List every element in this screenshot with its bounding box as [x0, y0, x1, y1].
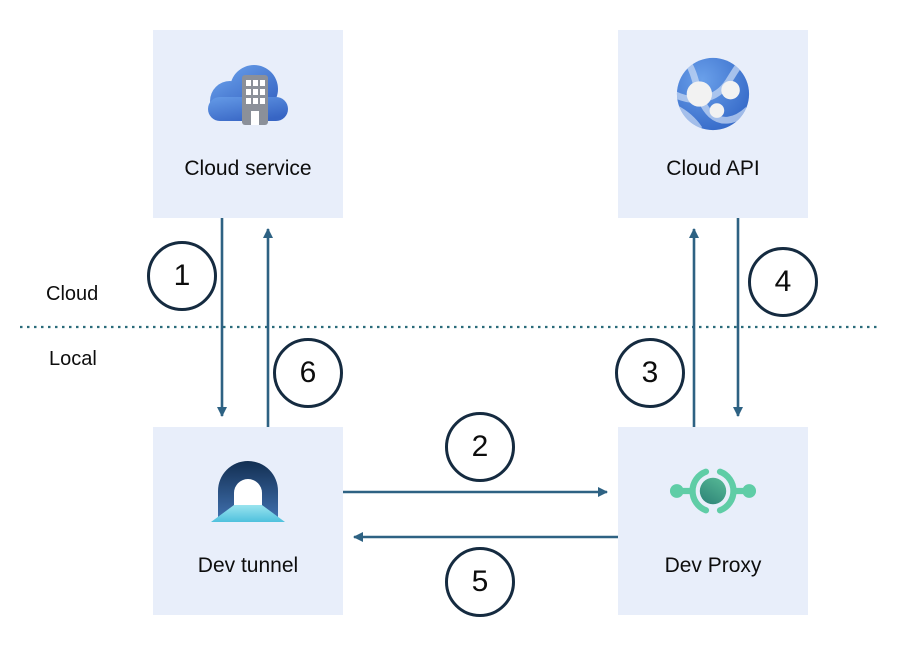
step-circle-3: 3 [615, 338, 685, 408]
node-dev-tunnel: Dev tunnel [153, 427, 343, 615]
cloud-api-icon [618, 50, 808, 138]
dev-proxy-icon [618, 447, 808, 535]
step-circle-6: 6 [273, 338, 343, 408]
node-dev-proxy: Dev Proxy [618, 427, 808, 615]
dev-tunnel-icon [153, 447, 343, 535]
step-number: 6 [299, 356, 317, 389]
step-number: 3 [641, 356, 659, 389]
node-cloud-api: Cloud API [618, 30, 808, 218]
step-circle-2: 2 [445, 412, 515, 482]
step-circle-5: 5 [445, 547, 515, 617]
step-circle-1: 1 [147, 241, 217, 311]
step-number: 5 [471, 565, 489, 598]
node-label-cloud-api: Cloud API [666, 157, 760, 180]
step-number: 2 [471, 430, 489, 463]
node-label-dev-proxy: Dev Proxy [664, 554, 762, 577]
node-label-dev-tunnel: Dev tunnel [197, 554, 299, 577]
step-circle-4: 4 [748, 247, 818, 317]
step-number: 1 [173, 259, 191, 292]
cloud-service-icon [153, 50, 343, 138]
node-cloud-service: Cloud service [153, 30, 343, 218]
step-number: 4 [774, 265, 792, 298]
node-label-cloud-service: Cloud service [184, 157, 312, 180]
zone-label-local: Local [49, 348, 97, 370]
zone-label-cloud: Cloud [46, 283, 99, 305]
